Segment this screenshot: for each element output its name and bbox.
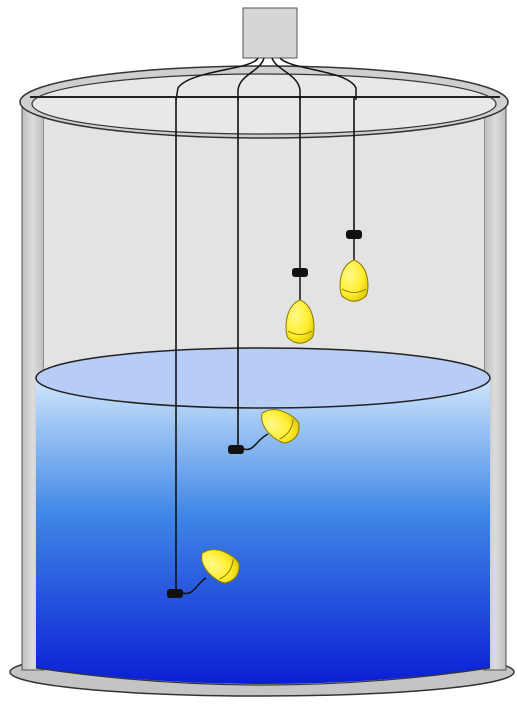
float-switch-3: [285, 268, 315, 344]
water-surface: [35, 347, 491, 409]
junction-box: [242, 7, 298, 59]
tank-rim-inner: [31, 73, 497, 135]
cable-weight: [228, 445, 244, 454]
float-switch-2: [228, 409, 300, 454]
float-cables: [175, 97, 355, 592]
cable-harness: [175, 57, 357, 101]
cable-weight: [167, 589, 183, 598]
tank-bottom-edge: [35, 667, 491, 686]
cable-weight: [292, 268, 308, 277]
tank-interior: [44, 100, 484, 385]
float-switch-4: [339, 230, 369, 302]
float-switch-1: [167, 549, 240, 598]
water-body: [36, 378, 490, 684]
cable-weight: [346, 230, 362, 239]
